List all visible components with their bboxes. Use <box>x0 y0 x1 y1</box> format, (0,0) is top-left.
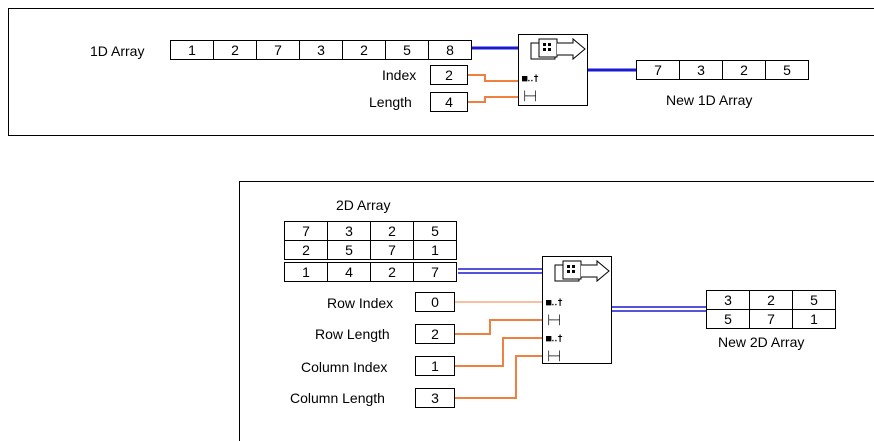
output-array-element: 1 <box>792 309 836 329</box>
column-length-label: Column Length <box>290 390 385 406</box>
column-index-input[interactable]: 1 <box>415 356 455 376</box>
array-element[interactable]: 2 <box>370 221 414 241</box>
array-label: 1D Array <box>90 43 145 59</box>
array-element[interactable]: 2 <box>284 240 328 260</box>
column-index-label: Column Index <box>301 359 388 375</box>
output-array-element: 2 <box>749 290 793 310</box>
output-array-element: 7 <box>636 60 680 80</box>
array-element[interactable]: 1 <box>170 40 214 60</box>
array-element[interactable]: 5 <box>385 40 429 60</box>
length-input[interactable]: 4 <box>430 92 468 112</box>
output-array-element: 3 <box>706 290 750 310</box>
array-element[interactable]: 1 <box>413 240 457 260</box>
index-terminal-icon: ■‥† <box>522 74 539 84</box>
length-label: Length <box>369 94 412 110</box>
array-subset-node-2d[interactable]: ■‥† ├─┤ ■‥† ├─┤ <box>542 256 612 364</box>
output-array-element: 5 <box>765 60 809 80</box>
array-element[interactable]: 1 <box>284 262 328 282</box>
output-array-label: New 1D Array <box>666 92 753 108</box>
length-terminal-icon: ├─┤ <box>546 352 563 362</box>
row-length-input[interactable]: 2 <box>415 324 455 344</box>
array-element[interactable]: 5 <box>327 240 371 260</box>
index-input[interactable]: 2 <box>430 65 468 85</box>
array-element[interactable]: 7 <box>256 40 300 60</box>
column-length-input[interactable]: 3 <box>415 388 455 408</box>
array-subset-icon <box>554 259 610 283</box>
array-element[interactable]: 4 <box>327 262 371 282</box>
row-index-label: Row Index <box>327 295 394 311</box>
array-element[interactable]: 8 <box>428 40 472 60</box>
row-length-label: Row Length <box>315 326 390 342</box>
array-element[interactable]: 2 <box>342 40 386 60</box>
array-element[interactable]: 5 <box>413 221 457 241</box>
array-element[interactable]: 2 <box>370 262 414 282</box>
output-array-element: 7 <box>749 309 793 329</box>
index-terminal-icon: ■‥† <box>546 298 563 308</box>
array-element[interactable]: 7 <box>370 240 414 260</box>
array-element[interactable]: 3 <box>299 40 343 60</box>
index-terminal-icon: ■‥† <box>546 334 563 344</box>
index-label: Index <box>382 67 417 83</box>
output-array-element: 5 <box>792 290 836 310</box>
array-element[interactable]: 7 <box>284 221 328 241</box>
output-array-element: 5 <box>706 309 750 329</box>
array-element[interactable]: 3 <box>327 221 371 241</box>
2d-array-label: 2D Array <box>336 197 391 213</box>
array-element[interactable]: 7 <box>413 262 457 282</box>
array-subset-icon <box>530 37 586 61</box>
array-subset-node[interactable]: ■‥† ├─┤ <box>518 34 588 106</box>
length-terminal-icon: ├─┤ <box>546 316 563 326</box>
output-2d-array-label: New 2D Array <box>718 334 805 350</box>
output-array-element: 2 <box>722 60 766 80</box>
length-terminal-icon: ├─┤ <box>522 92 539 102</box>
row-index-input[interactable]: 0 <box>415 292 455 312</box>
array-element[interactable]: 2 <box>213 40 257 60</box>
output-array-element: 3 <box>679 60 723 80</box>
